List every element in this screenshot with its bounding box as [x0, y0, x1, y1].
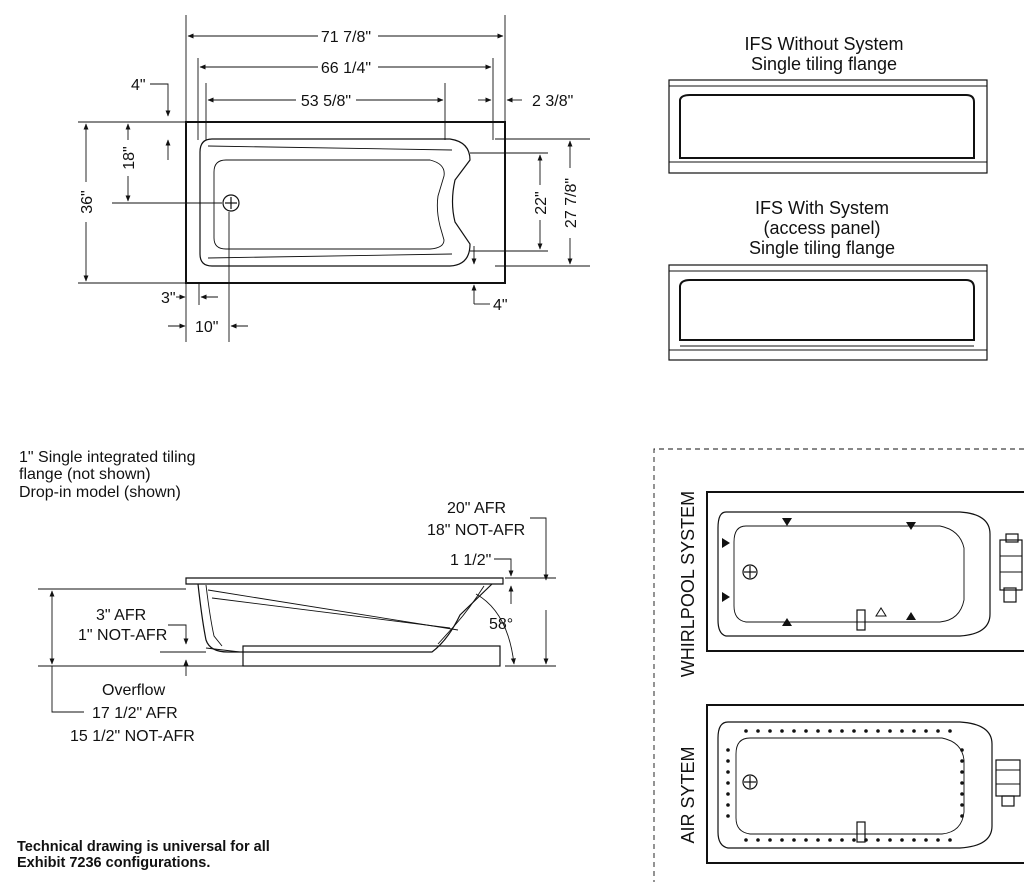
air-jet-dot [852, 838, 856, 842]
footer-note-1: Technical drawing is universal for all [17, 839, 270, 855]
dim-bottom-width: 22" [533, 191, 550, 214]
overflow-afr: 17 1/2" AFR [92, 705, 178, 722]
ifs-without-system: IFS Without System Single tiling flange [668, 34, 988, 174]
ifs-without-title: IFS Without System [744, 34, 903, 54]
air-jet-dot [948, 838, 952, 842]
whirlpool-drain-icon [742, 564, 758, 580]
plan-view: 71 7/8" 66 1/4" 53 5/8" 4" 2 3/8" 18" 36… [78, 15, 590, 342]
height-afr: 20" AFR [447, 500, 506, 517]
ifs-with-flange: Single tiling flange [749, 238, 895, 258]
section-note-2: flange (not shown) [19, 466, 151, 483]
dim-bottom-length: 53 5/8" [301, 93, 351, 110]
air-jet-dot [816, 729, 820, 733]
air-jet-dot [852, 729, 856, 733]
air-jet-dot [726, 781, 730, 785]
footer-note-2: Exhibit 7236 configurations. [17, 855, 210, 871]
wall-angle: 58° [489, 616, 513, 633]
air-jet-dot [900, 729, 904, 733]
dim-drain-offset: 10" [195, 319, 218, 336]
drain-icon [222, 194, 240, 212]
air-jet-dot [768, 838, 772, 842]
air-jet-dot [756, 838, 760, 842]
tub-section-rim [185, 577, 504, 585]
air-jet-dot [768, 729, 772, 733]
air-jet-dot [840, 729, 844, 733]
air-jet-dot [960, 748, 964, 752]
ifs-without-subtitle: Single tiling flange [751, 54, 897, 74]
air-jet-dot [924, 838, 928, 842]
air-jet-dot [900, 838, 904, 842]
dim-overall-width: 36" [79, 190, 96, 213]
ifs-with-system: IFS With System (access panel) Single ti… [668, 198, 988, 361]
air-jet-dot [726, 770, 730, 774]
air-jet-dot [744, 838, 748, 842]
air-jet-dots [726, 729, 964, 842]
air-jet-dot [960, 814, 964, 818]
section-view: 1" Single integrated tiling flange (not … [19, 449, 556, 745]
air-jet-dot [840, 838, 844, 842]
air-jet-dot [726, 814, 730, 818]
air-jet-dot [948, 729, 952, 733]
air-jet-dot [912, 838, 916, 842]
air-jet-dot [864, 729, 868, 733]
air-jet-dot [960, 803, 964, 807]
air-jet-dot [912, 729, 916, 733]
air-jet-dot [960, 770, 964, 774]
whirlpool-system-label: WHIRLPOOL SYSTEM [678, 491, 698, 677]
tub-basin-inner [213, 159, 445, 250]
rim-thickness: 1 1/2" [450, 552, 491, 569]
air-jet-dot [828, 729, 832, 733]
air-jet-dot [876, 729, 880, 733]
air-jet-dot [828, 838, 832, 842]
base-afr: 3" AFR [96, 607, 146, 624]
air-jet-dot [936, 838, 940, 842]
air-jet-dot [960, 759, 964, 763]
air-jet-dot [804, 838, 808, 842]
air-jet-dot [744, 729, 748, 733]
air-system-label: AIR SYTEM [678, 746, 698, 843]
section-note-3: Drop-in model (shown) [19, 484, 181, 501]
whirlpool-jet-icons [722, 518, 916, 626]
air-jet-dot [876, 838, 880, 842]
air-drain-icon [742, 774, 758, 790]
air-jet-dot [726, 759, 730, 763]
dim-bottom-right-offset: 4" [493, 297, 508, 314]
air-jet-dot [960, 792, 964, 796]
dim-inner-width: 27 7/8" [563, 178, 580, 228]
ifs-with-subtitle: (access panel) [763, 218, 880, 238]
air-jet-dot [804, 729, 808, 733]
ifs-with-title: IFS With System [755, 198, 889, 218]
dim-overall-length: 71 7/8" [321, 29, 371, 46]
air-jet-dot [756, 729, 760, 733]
air-jet-dot [936, 729, 940, 733]
base-not-afr: 1" NOT-AFR [78, 627, 167, 644]
dim-right-offset: 2 3/8" [532, 93, 573, 110]
overflow-not-afr: 15 1/2" NOT-AFR [70, 728, 195, 745]
air-jet-dot [726, 748, 730, 752]
systems-panel: WHIRLPOOL SYSTEM AIR SYTEM [653, 448, 1024, 882]
overflow-label: Overflow [102, 682, 166, 699]
dim-half-width: 18" [121, 146, 138, 169]
air-jet-dot [960, 781, 964, 785]
air-jet-dot [792, 729, 796, 733]
air-jet-dot [726, 792, 730, 796]
dim-top-offset: 4" [131, 77, 146, 94]
air-jet-dot [792, 838, 796, 842]
air-jet-dot [924, 729, 928, 733]
air-jet-dot [780, 729, 784, 733]
air-jet-dot [726, 803, 730, 807]
whirlpool-pump-icon [856, 533, 1023, 631]
dim-inner-length: 66 1/4" [321, 60, 371, 77]
section-note-1: 1" Single integrated tiling [19, 449, 195, 466]
air-blower-icon [856, 759, 1021, 843]
air-jet-dot [816, 838, 820, 842]
air-jet-dot [780, 838, 784, 842]
height-not-afr: 18" NOT-AFR [427, 522, 525, 539]
air-jet-dot [888, 729, 892, 733]
air-jet-dot [888, 838, 892, 842]
tub-outer-rim [185, 121, 506, 284]
dim-left-margin: 3" [161, 290, 176, 307]
tub-basin-outline [199, 138, 471, 267]
